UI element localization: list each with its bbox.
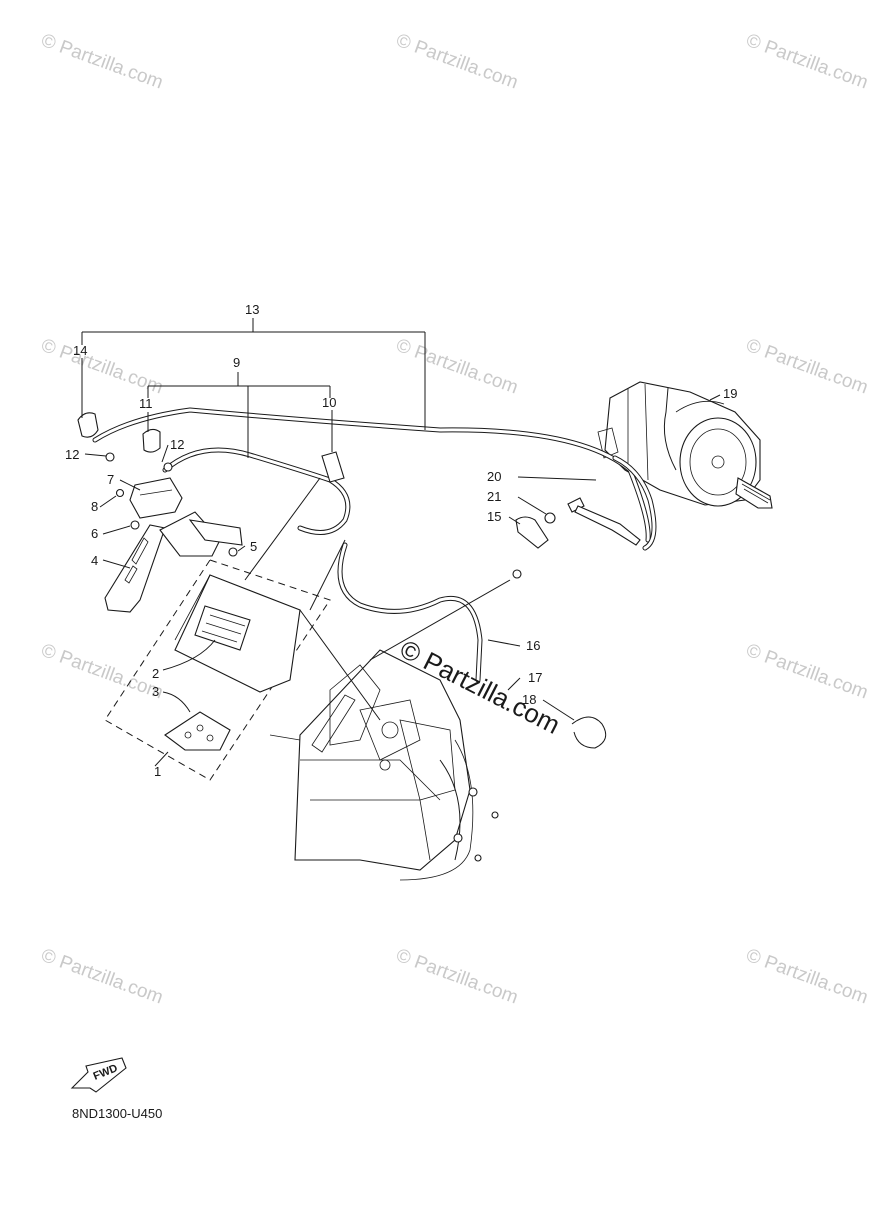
callout-8: 8	[91, 499, 98, 514]
watermark: © Partzilla.com	[38, 30, 165, 94]
watermarks: © Partzilla.com © Partzilla.com © Partzi…	[38, 30, 869, 1009]
callout-6: 6	[91, 526, 98, 541]
callout-12-right: 12	[170, 437, 184, 452]
callout-4: 4	[91, 553, 98, 568]
callout-20: 20	[487, 469, 501, 484]
callout-16: 16	[526, 638, 540, 653]
callout-13: 13	[245, 302, 259, 317]
callout-5: 5	[250, 539, 257, 554]
circlip	[571, 716, 607, 749]
cap-11	[142, 428, 161, 453]
cap-14	[77, 412, 99, 438]
watermark: © Partzilla.com	[743, 640, 869, 704]
callout-9: 9	[233, 355, 240, 370]
battery-assembly	[104, 559, 331, 781]
callouts: 1 2 3 4 5 6 7 8 9 10 11 12 12 13 14 15 1…	[65, 302, 737, 779]
callout-15: 15	[487, 509, 501, 524]
terminal-caps	[77, 412, 549, 549]
watermark: © Partzilla.com	[38, 335, 165, 399]
watermark: © Partzilla.com	[38, 640, 165, 704]
callout-18: 18	[522, 692, 536, 707]
watermark: © Partzilla.com	[743, 30, 869, 94]
watermark: © Partzilla.com	[393, 945, 520, 1009]
callout-19: 19	[723, 386, 737, 401]
callout-14: 14	[73, 343, 87, 358]
diagram-code: 8ND1300-U450	[72, 1106, 162, 1121]
callout-21: 21	[487, 489, 501, 504]
callout-17: 17	[528, 670, 542, 685]
leader-lines	[81, 318, 721, 767]
relay-cable	[162, 447, 351, 535]
callout-1: 1	[154, 764, 161, 779]
fwd-arrow-icon: FWD	[70, 1057, 127, 1093]
callout-3: 3	[152, 684, 159, 699]
callout-7: 7	[107, 472, 114, 487]
starter-relay	[105, 452, 641, 579]
callout-11: 11	[139, 396, 153, 411]
watermark: © Partzilla.com	[743, 335, 869, 399]
cap-10	[321, 451, 345, 483]
hull-section	[269, 649, 499, 881]
cap-15	[515, 516, 549, 549]
battery-bracket	[104, 511, 243, 613]
callout-10: 10	[322, 395, 336, 410]
watermark: © Partzilla.com	[38, 945, 165, 1009]
ground-cable	[337, 542, 483, 683]
positive-cable	[92, 407, 657, 551]
starter-motor	[597, 381, 773, 509]
watermark: © Partzilla.com	[743, 945, 869, 1009]
watermark: © Partzilla.com	[393, 335, 520, 399]
watermark: © Partzilla.com	[393, 30, 520, 94]
callout-2: 2	[152, 666, 159, 681]
callout-12-left: 12	[65, 447, 79, 462]
